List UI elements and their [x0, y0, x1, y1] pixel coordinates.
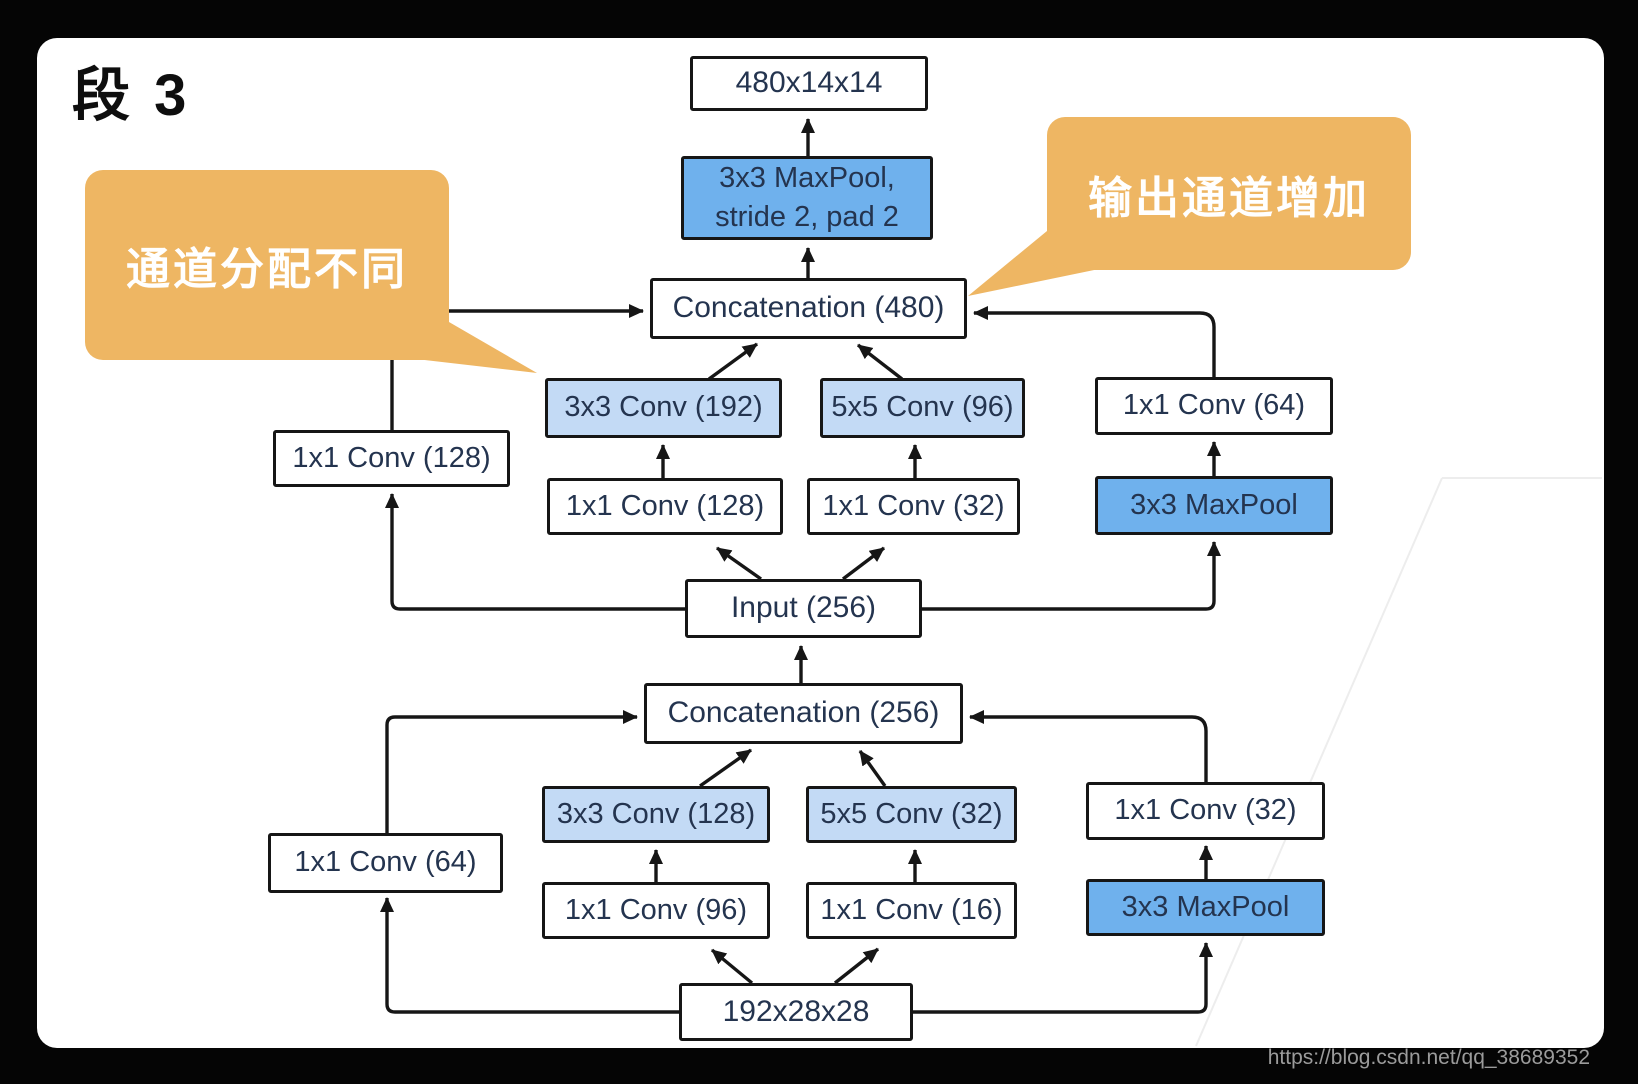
node-conv1-64-right: 1x1 Conv (64)	[1095, 377, 1333, 435]
node-concat-256: Concatenation (256)	[644, 683, 963, 744]
callout-right: 输出通道增加	[1047, 117, 1411, 270]
maxpool-label: 3x3 MaxPool, stride 2, pad 2	[715, 162, 899, 235]
node-conv3-128: 3x3 Conv (128)	[542, 786, 770, 843]
watermark-url: https://blog.csdn.net/qq_38689352	[1267, 1046, 1590, 1069]
node-maxpool-bottom-branch: 3x3 MaxPool	[1086, 879, 1325, 936]
callout-left: 通道分配不同	[85, 170, 449, 360]
node-conv1-32-right: 1x1 Conv (32)	[1086, 782, 1325, 840]
node-480x14x14: 480x14x14	[690, 56, 928, 111]
node-conv3-192: 3x3 Conv (192)	[545, 378, 782, 438]
node-maxpool-stride2: 3x3 MaxPool, stride 2, pad 2	[681, 156, 933, 240]
node-concat-480: Concatenation (480)	[650, 278, 967, 339]
section-title: 段 3	[72, 63, 191, 128]
node-conv1-16-reduce: 1x1 Conv (16)	[806, 882, 1017, 939]
node-conv1-64-shortcut: 1x1 Conv (64)	[268, 833, 503, 893]
node-input-256: Input (256)	[685, 579, 922, 638]
node-192x28x28: 192x28x28	[679, 983, 913, 1041]
maxpool-line1: 3x3 MaxPool,	[719, 161, 895, 194]
node-maxpool-top-branch: 3x3 MaxPool	[1095, 476, 1333, 535]
node-conv1-128-reduce: 1x1 Conv (128)	[547, 478, 783, 535]
node-conv5-32: 5x5 Conv (32)	[806, 786, 1017, 843]
node-conv1-96-reduce: 1x1 Conv (96)	[542, 882, 770, 939]
node-conv5-96: 5x5 Conv (96)	[820, 378, 1025, 438]
maxpool-line2: stride 2, pad 2	[715, 201, 899, 233]
node-conv1-32-reduce: 1x1 Conv (32)	[807, 478, 1020, 535]
node-conv1-128-shortcut: 1x1 Conv (128)	[273, 430, 510, 487]
